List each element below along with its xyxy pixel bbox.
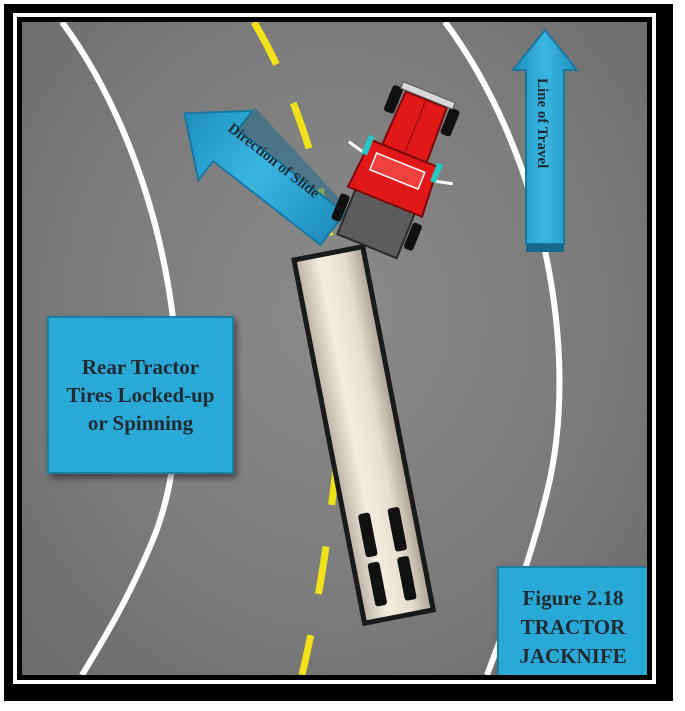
rear-tires-label-box: Rear Tractor Tires Locked-up or Spinning <box>47 316 234 474</box>
trailer-tire <box>397 556 417 601</box>
direction-of-slide-arrow <box>183 107 349 247</box>
figure-title-line-1: TRACTOR <box>520 615 626 639</box>
rear-tires-line-2: Tires Locked-up <box>66 383 215 407</box>
tractor <box>331 81 460 260</box>
rear-tires-line-1: Rear Tractor <box>81 355 200 379</box>
trailer <box>291 243 437 627</box>
figure-number: Figure 2.18 <box>522 586 624 610</box>
figure-title-line-2: JACKNIFE <box>519 644 627 668</box>
rear-tires-line-3: or Spinning <box>87 411 194 435</box>
line-of-travel-label: Line of Travel <box>534 78 550 168</box>
trailer-tire <box>387 507 407 552</box>
center-line <box>250 22 345 675</box>
road-scene: Direction of Slide Line of Travel <box>22 22 647 675</box>
road-diagram: Direction of Slide Line of Travel <box>59 22 580 675</box>
trailer-tire <box>367 561 387 607</box>
line-of-travel-arrow <box>510 28 580 252</box>
trailer-tire <box>358 512 378 558</box>
figure-caption-box: Figure 2.18 TRACTOR JACKNIFE <box>497 566 647 675</box>
